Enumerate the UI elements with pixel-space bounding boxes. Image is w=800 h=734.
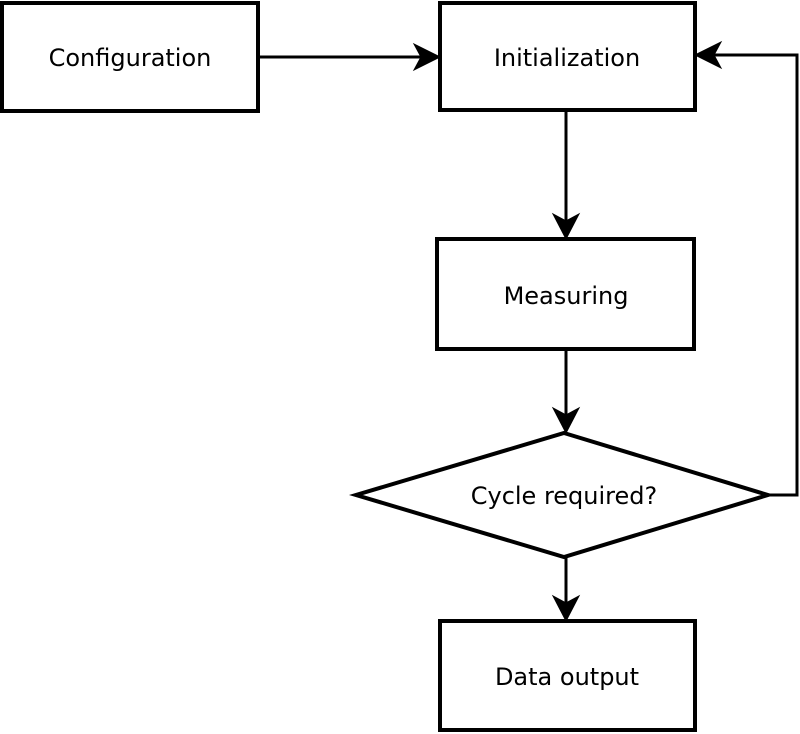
node-configuration: Configuration xyxy=(0,1,260,113)
edge-configuration-to-initialization xyxy=(258,42,442,72)
node-initialization: Initialization xyxy=(438,1,697,112)
edge-initialization-to-measuring xyxy=(551,110,581,241)
cycle-required-diamond xyxy=(348,430,775,560)
data-output-label: Data output xyxy=(495,663,639,691)
edge-line xyxy=(711,53,799,497)
arrowhead-down-icon xyxy=(551,212,581,241)
arrowhead-left-icon xyxy=(693,40,723,70)
arrowhead-down-icon xyxy=(551,406,581,435)
edge-cycle-required-to-data-output xyxy=(551,557,581,623)
cycle-required-label: Cycle required? xyxy=(471,482,658,510)
edge-measuring-to-cycle-required xyxy=(551,349,581,435)
configuration-box xyxy=(0,1,260,113)
data-output-box xyxy=(438,619,697,732)
node-data-output: Data output xyxy=(438,619,697,732)
measuring-box xyxy=(435,237,696,351)
node-cycle-required: Cycle required? xyxy=(348,430,775,560)
arrowhead-down-icon xyxy=(551,594,581,623)
edge-cycle-required-to-initialization-loop xyxy=(693,40,799,497)
measuring-label: Measuring xyxy=(504,282,629,310)
initialization-box xyxy=(438,1,697,112)
arrowhead-right-icon xyxy=(412,42,442,72)
initialization-label: Initialization xyxy=(494,44,640,72)
node-measuring: Measuring xyxy=(435,237,696,351)
configuration-label: Configuration xyxy=(49,44,212,72)
